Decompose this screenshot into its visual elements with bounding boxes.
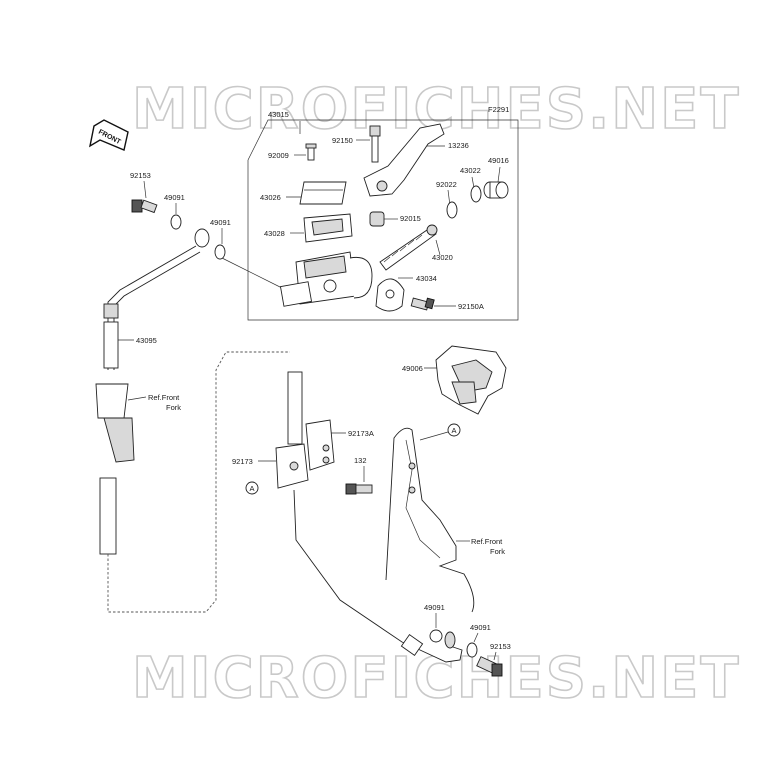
ref-front-fork-right-1: Ref.Front [471, 537, 503, 546]
hose-route-dashed [107, 351, 290, 613]
master-cylinder-body [279, 251, 373, 307]
callout-43034: 43034 [416, 274, 437, 283]
washer-49091-bot1 [429, 629, 443, 643]
callout-43095: 43095 [136, 336, 157, 345]
marker-a-right: A [419, 423, 461, 441]
circlip-43022 [470, 185, 482, 203]
clamp-43034 [375, 278, 405, 312]
callout-92153-top: 92153 [130, 171, 151, 180]
callout-92173: 92173 [232, 457, 253, 466]
callout-92022: 92022 [436, 180, 457, 189]
front-arrow-icon: FRONT [89, 119, 129, 151]
diaphragm-43028 [303, 213, 353, 243]
callout-43020: 43020 [432, 253, 453, 262]
washer-49091-top [170, 214, 182, 230]
ref-front-fork-left-2: Fork [166, 403, 181, 412]
marker-a-left: A [245, 481, 259, 495]
ref-front-fork-right-2: Fork [490, 547, 505, 556]
callout-49016: 49016 [488, 156, 509, 165]
dust-cover-49016 [483, 181, 509, 199]
washer-49091-mid [214, 244, 226, 260]
callout-92150a: 92150A [458, 302, 484, 311]
reservoir-cap-43026 [299, 181, 347, 205]
banjo-bolt-92153-top [131, 199, 158, 214]
screw-92009 [305, 143, 317, 161]
ref-front-fork-left-1: Ref.Front [148, 393, 180, 402]
callout-43026: 43026 [260, 193, 281, 202]
bolt-92150 [369, 125, 381, 163]
assembly-43015-frame [247, 119, 519, 321]
callout-49091-mid: 49091 [210, 218, 231, 227]
guard-49006 [435, 345, 507, 415]
piston-kit-43020 [379, 224, 438, 271]
diagram-code: F2291 [488, 105, 509, 114]
callout-92150: 92150 [332, 136, 353, 145]
bolt-92150a [410, 297, 435, 311]
callout-49091-top: 49091 [164, 193, 185, 202]
callout-49006: 49006 [402, 364, 423, 373]
bolt-132 [345, 483, 373, 495]
callout-92009: 92009 [268, 151, 289, 160]
callout-92153-bot: 92153 [490, 642, 511, 651]
callout-92173a: 92173A [348, 429, 374, 438]
callout-132: 132 [354, 456, 367, 465]
front-fork-right [385, 427, 475, 613]
callout-92015: 92015 [400, 214, 421, 223]
lever-13236 [363, 123, 445, 197]
hose-guide-left [95, 383, 135, 555]
marker-a-right-label: A [452, 426, 457, 435]
washer-49091-bot2 [466, 642, 478, 658]
callout-43015: 43015 [268, 110, 289, 119]
callout-13236: 13236 [448, 141, 469, 150]
caliper-banjo-fitting [400, 631, 463, 663]
boot-92015 [369, 211, 385, 227]
callout-49091-bot2: 49091 [470, 623, 491, 632]
banjo-bolt-92153-bottom [476, 656, 503, 677]
hose-guide-right [275, 371, 335, 489]
brake-hose-43095 [103, 228, 210, 370]
callout-43022: 43022 [460, 166, 481, 175]
callout-43028: 43028 [264, 229, 285, 238]
snap-ring-92022 [446, 201, 458, 219]
leader-lines [114, 121, 501, 661]
callout-49091-bot1: 49091 [424, 603, 445, 612]
marker-a-left-label: A [250, 484, 255, 493]
watermark-top: MICROFICHES.NET [132, 77, 741, 142]
